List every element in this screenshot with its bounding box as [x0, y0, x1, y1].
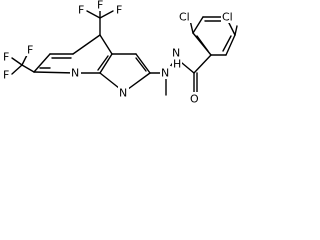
atom-label-fluorine: F — [3, 69, 9, 82]
atom-label-chlorine: Cl — [222, 11, 233, 24]
atom-label-fluorine: F — [27, 44, 33, 57]
bond — [222, 35, 232, 52]
bond — [99, 10, 114, 19]
atom-label-chlorine: Cl — [179, 11, 190, 24]
atom-label-hydrogen: H — [173, 58, 181, 71]
bond — [225, 34, 236, 56]
bond — [135, 57, 147, 72]
bond — [72, 34, 101, 55]
bond — [135, 53, 151, 74]
bond — [196, 35, 209, 52]
atom-label-nitrogen: N — [172, 47, 180, 60]
chemical-structure: F F F F F F N N N N H O Cl Cl — [1, 0, 238, 106]
bond — [192, 16, 204, 34]
atom-label-fluorine: F — [3, 51, 9, 64]
bond — [21, 54, 28, 66]
atom-label-nitrogen: N — [71, 67, 79, 80]
atom-label-nitrogen: N — [119, 87, 127, 100]
atom-label-oxygen: O — [190, 93, 199, 106]
bond — [11, 57, 23, 66]
bond — [97, 55, 109, 71]
bond — [11, 64, 23, 75]
bond — [99, 53, 113, 74]
atom-label-fluorine: F — [116, 4, 122, 17]
bond — [21, 64, 35, 73]
atom-label-fluorine: F — [97, 0, 103, 12]
bonds — [11, 8, 238, 96]
bond — [193, 54, 212, 74]
bond — [234, 25, 238, 36]
atom-labels: F F F F F F N N N N H O Cl Cl — [1, 0, 238, 106]
bond — [33, 71, 77, 74]
bond — [99, 34, 113, 55]
atom-label-nitrogen: N — [161, 67, 169, 80]
bond — [33, 53, 51, 73]
bond — [86, 10, 101, 19]
atom-label-fluorine: F — [78, 4, 84, 17]
